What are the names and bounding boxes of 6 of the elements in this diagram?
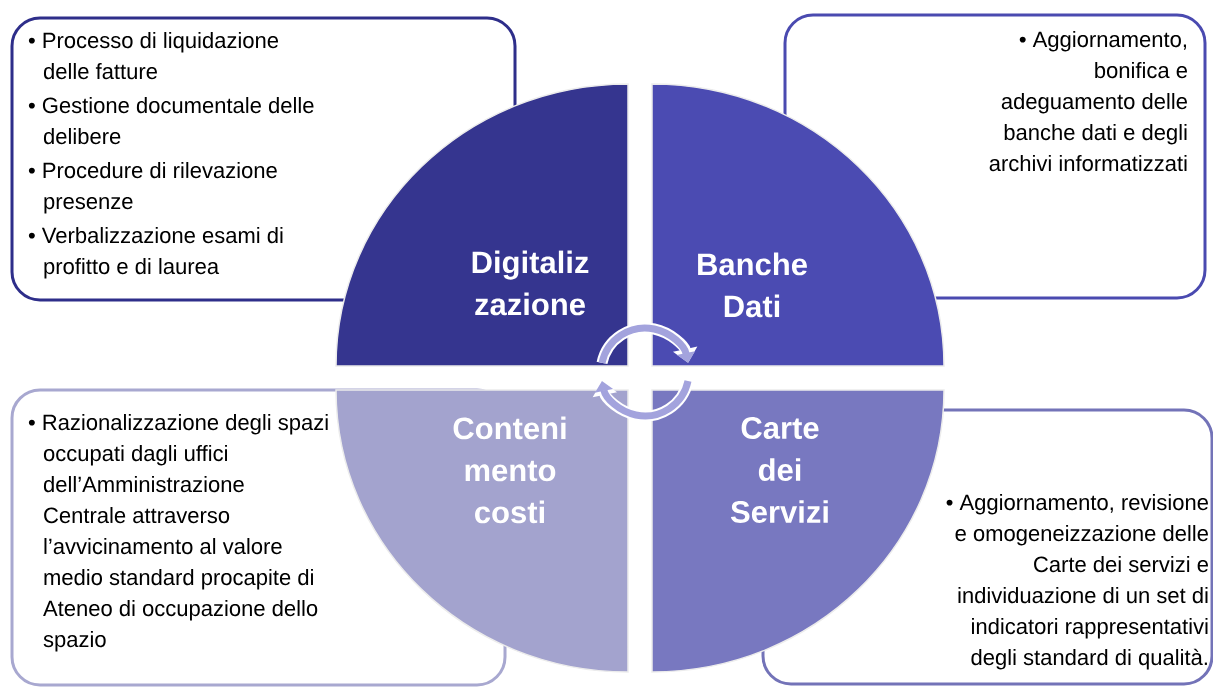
quadrant: Carte dei Servizi (651, 389, 945, 673)
quadrant: Conteni mento costi (335, 389, 629, 673)
arrow (596, 322, 698, 365)
quadrant: Banche Dati (651, 83, 945, 367)
quadrant: Digitaliz zazione (335, 83, 629, 367)
arrow (592, 379, 694, 422)
